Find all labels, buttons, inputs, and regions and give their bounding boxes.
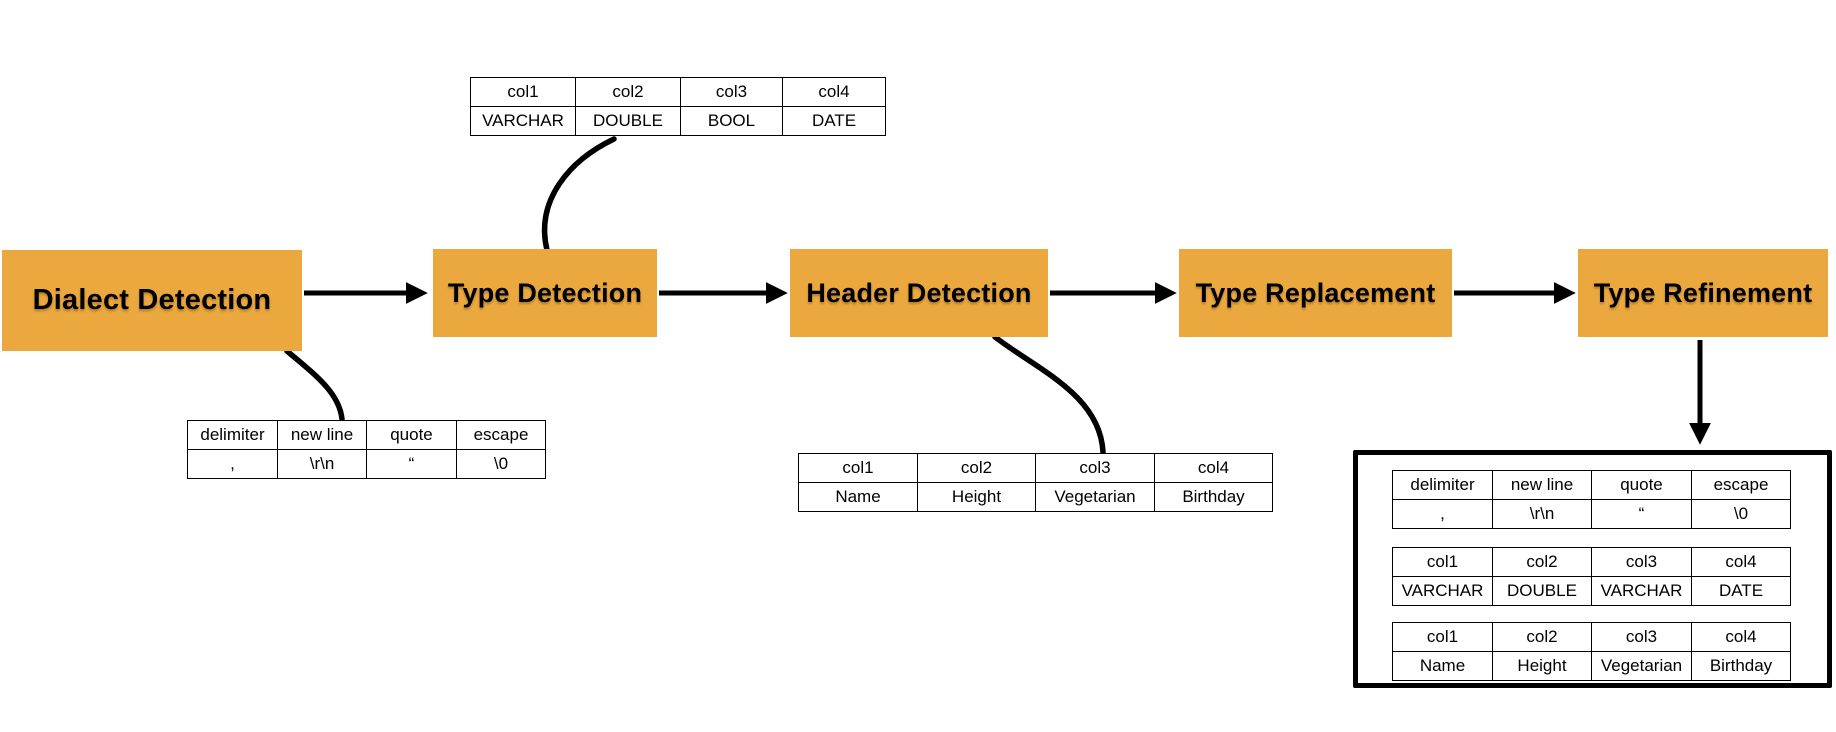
table-value-cell: DOUBLE [575, 106, 681, 136]
table-header-cell: escape [1691, 470, 1791, 500]
table-header-cell: escape [456, 420, 546, 450]
stage-dialect-detection: Dialect Detection [2, 250, 302, 351]
table-value-cell: VARCHAR [1591, 576, 1692, 606]
table-header-cell: col1 [798, 453, 918, 483]
table-header-cell: delimiter [1392, 470, 1493, 500]
table-value-cell: VARCHAR [1392, 576, 1493, 606]
table-value-cell: BOOL [680, 106, 783, 136]
table-header-cell: quote [366, 420, 457, 450]
result-types-table: col1 col2 col3 col4 VARCHAR DOUBLE VARCH… [1392, 547, 1791, 606]
detected-dialect-table: delimiter new line quote escape , \r\n “… [187, 420, 546, 479]
table-value-cell: “ [366, 449, 457, 479]
table-header-cell: col4 [1154, 453, 1273, 483]
table-header-cell: col2 [575, 77, 681, 107]
stage-header-detection: Header Detection [790, 249, 1048, 337]
table-header-cell: col1 [1392, 622, 1493, 652]
table-header-cell: col2 [1492, 622, 1592, 652]
table-header-cell: col2 [917, 453, 1036, 483]
table-value-cell: DATE [1691, 576, 1791, 606]
curve-header-detection-to-header-table [992, 334, 1106, 455]
stage-type-detection: Type Detection [433, 249, 657, 337]
table-value-cell: , [187, 449, 278, 479]
curve-dialect-detection-to-dialect-table [284, 348, 345, 422]
result-dialect-table: delimiter new line quote escape , \r\n “… [1392, 470, 1791, 529]
table-value-cell: Name [798, 482, 918, 512]
curve-type-detection-to-types-table [541, 136, 617, 253]
table-header-cell: new line [277, 420, 367, 450]
result-header-table: col1 col2 col3 col4 Name Height Vegetari… [1392, 622, 1791, 681]
table-value-cell: \0 [1691, 499, 1791, 529]
stage-type-replacement: Type Replacement [1179, 249, 1452, 337]
table-value-cell: DOUBLE [1492, 576, 1592, 606]
table-header-cell: col1 [1392, 547, 1493, 577]
stage-label: Type Replacement [1195, 277, 1436, 308]
stage-type-refinement: Type Refinement [1578, 249, 1828, 337]
table-value-cell: Birthday [1691, 651, 1791, 681]
table-header-cell: col4 [1691, 547, 1791, 577]
table-header-cell: col3 [1591, 547, 1692, 577]
table-header-cell: col4 [1691, 622, 1791, 652]
table-value-cell: DATE [782, 106, 886, 136]
table-header-cell: col3 [680, 77, 783, 107]
table-header-cell: col1 [470, 77, 576, 107]
table-value-cell: \r\n [277, 449, 367, 479]
stage-label: Header Detection [806, 277, 1032, 308]
table-value-cell: Name [1392, 651, 1493, 681]
table-value-cell: Vegetarian [1035, 482, 1155, 512]
table-value-cell: Vegetarian [1591, 651, 1692, 681]
table-header-cell: delimiter [187, 420, 278, 450]
table-header-cell: col3 [1035, 453, 1155, 483]
table-value-cell: Height [917, 482, 1036, 512]
table-value-cell: , [1392, 499, 1493, 529]
final-result-box: delimiter new line quote escape , \r\n “… [1353, 450, 1832, 688]
table-value-cell: Birthday [1154, 482, 1273, 512]
stage-label: Type Detection [447, 277, 643, 308]
table-header-cell: new line [1492, 470, 1592, 500]
table-header-cell: quote [1591, 470, 1692, 500]
detected-header-table: col1 col2 col3 col4 Name Height Vegetari… [798, 453, 1273, 512]
table-value-cell: Height [1492, 651, 1592, 681]
table-value-cell: \0 [456, 449, 546, 479]
table-value-cell: \r\n [1492, 499, 1592, 529]
detected-types-table: col1 col2 col3 col4 VARCHAR DOUBLE BOOL … [470, 77, 886, 136]
stage-label: Type Refinement [1593, 277, 1813, 308]
stage-label: Dialect Detection [32, 284, 272, 316]
table-header-cell: col2 [1492, 547, 1592, 577]
table-value-cell: “ [1591, 499, 1692, 529]
table-header-cell: col4 [782, 77, 886, 107]
table-header-cell: col3 [1591, 622, 1692, 652]
table-value-cell: VARCHAR [470, 106, 576, 136]
